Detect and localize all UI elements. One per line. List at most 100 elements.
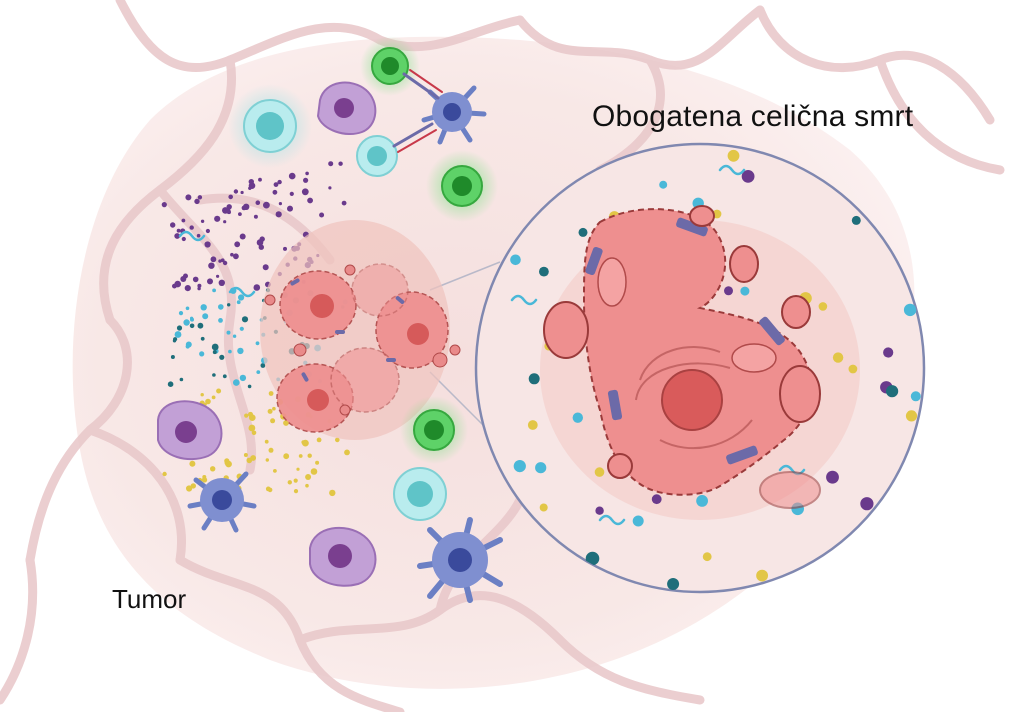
dot-icon: [232, 334, 237, 338]
dot-icon: [241, 316, 249, 323]
dot-icon: [307, 453, 312, 458]
dot-icon: [310, 468, 318, 475]
dot-icon: [180, 276, 187, 282]
dot-icon: [189, 323, 195, 329]
dot-icon: [727, 149, 740, 162]
dot-icon: [265, 486, 271, 492]
dot-icon: [216, 388, 222, 394]
dot-icon: [283, 420, 289, 426]
necrotic-cell-icon: [582, 208, 813, 496]
dot-icon: [298, 454, 303, 458]
dot-icon: [328, 161, 334, 167]
dot-icon: [199, 351, 205, 357]
dot-icon: [283, 453, 290, 460]
dot-icon: [258, 244, 264, 250]
dot-icon: [818, 302, 828, 311]
dot-icon: [572, 412, 583, 423]
dot-icon: [176, 325, 183, 331]
dot-icon: [205, 228, 210, 234]
dot-icon: [241, 205, 247, 211]
dot-icon: [578, 227, 588, 237]
tumor-label: Tumor: [112, 584, 187, 614]
macrophage-bottom: [309, 527, 377, 587]
dot-icon: [702, 552, 712, 562]
dot-icon: [741, 170, 755, 183]
t-cell-green-2: [426, 150, 498, 222]
dot-icon: [185, 194, 192, 201]
dot-icon: [248, 179, 254, 185]
dot-icon: [594, 467, 605, 477]
macrophage-top: [316, 81, 377, 135]
dot-icon: [272, 189, 278, 195]
dot-icon: [247, 384, 252, 389]
dot-icon: [179, 377, 184, 382]
dot-icon: [239, 374, 247, 382]
dot-icon: [205, 398, 211, 405]
dot-icon: [222, 260, 228, 266]
dot-icon: [277, 179, 282, 185]
dot-icon: [253, 214, 258, 219]
dot-icon: [226, 330, 231, 335]
dot-icon: [212, 288, 217, 293]
dot-icon: [886, 385, 899, 398]
dot-icon: [319, 212, 325, 218]
dot-icon: [289, 191, 294, 196]
squiggle-icon: [598, 514, 626, 526]
dot-icon: [595, 506, 604, 515]
dot-icon: [197, 322, 204, 329]
dot-icon: [240, 190, 244, 195]
dot-icon: [338, 161, 343, 166]
dot-icon: [218, 318, 223, 323]
dot-icon: [510, 254, 521, 266]
squiggle-icon: [178, 230, 206, 242]
dendritic-cell-top: [421, 85, 487, 145]
dot-icon: [910, 391, 921, 402]
dot-icon: [238, 212, 242, 217]
dot-icon: [256, 239, 264, 246]
dot-icon: [253, 284, 261, 291]
dot-icon: [186, 485, 193, 492]
dot-icon: [181, 236, 186, 242]
dot-icon: [185, 344, 190, 349]
dot-icon: [238, 294, 245, 301]
dying-tumor-cluster: [260, 220, 461, 440]
dot-icon: [184, 285, 191, 292]
dot-icon: [239, 326, 244, 331]
dot-icon: [273, 182, 279, 188]
dot-icon: [248, 424, 256, 432]
dot-icon: [296, 467, 300, 471]
dot-icon: [218, 304, 224, 310]
dot-icon: [211, 343, 219, 351]
dot-icon: [178, 311, 184, 316]
dot-icon: [192, 276, 199, 283]
dot-icon: [287, 205, 293, 212]
dot-icon: [248, 186, 252, 190]
dot-icon: [315, 460, 320, 465]
t-cell-green-3: [400, 396, 468, 464]
dot-icon: [225, 460, 232, 468]
dot-icon: [214, 215, 221, 222]
dot-icon: [301, 188, 309, 196]
dot-icon: [832, 352, 844, 363]
dot-icon: [851, 215, 861, 225]
dot-icon: [223, 220, 227, 224]
dot-icon: [209, 263, 215, 268]
dot-icon: [246, 457, 253, 464]
dot-icon: [251, 430, 257, 436]
dendritic-cell-bottom: [417, 517, 503, 603]
dot-icon: [237, 347, 244, 355]
dot-icon: [212, 350, 217, 355]
dot-icon: [183, 319, 190, 326]
dot-icon: [293, 489, 299, 494]
dot-icon: [255, 341, 260, 346]
dot-icon: [189, 460, 196, 467]
dot-icon: [539, 503, 548, 512]
dot-icon: [303, 177, 309, 183]
dot-icon: [249, 414, 256, 422]
dot-icon: [275, 211, 282, 218]
enhanced-cell-death-label: Obogatena celična smrt: [592, 100, 914, 133]
dot-icon: [258, 177, 262, 182]
dot-icon: [190, 317, 194, 322]
t-cell-cyan-2: [356, 135, 398, 177]
